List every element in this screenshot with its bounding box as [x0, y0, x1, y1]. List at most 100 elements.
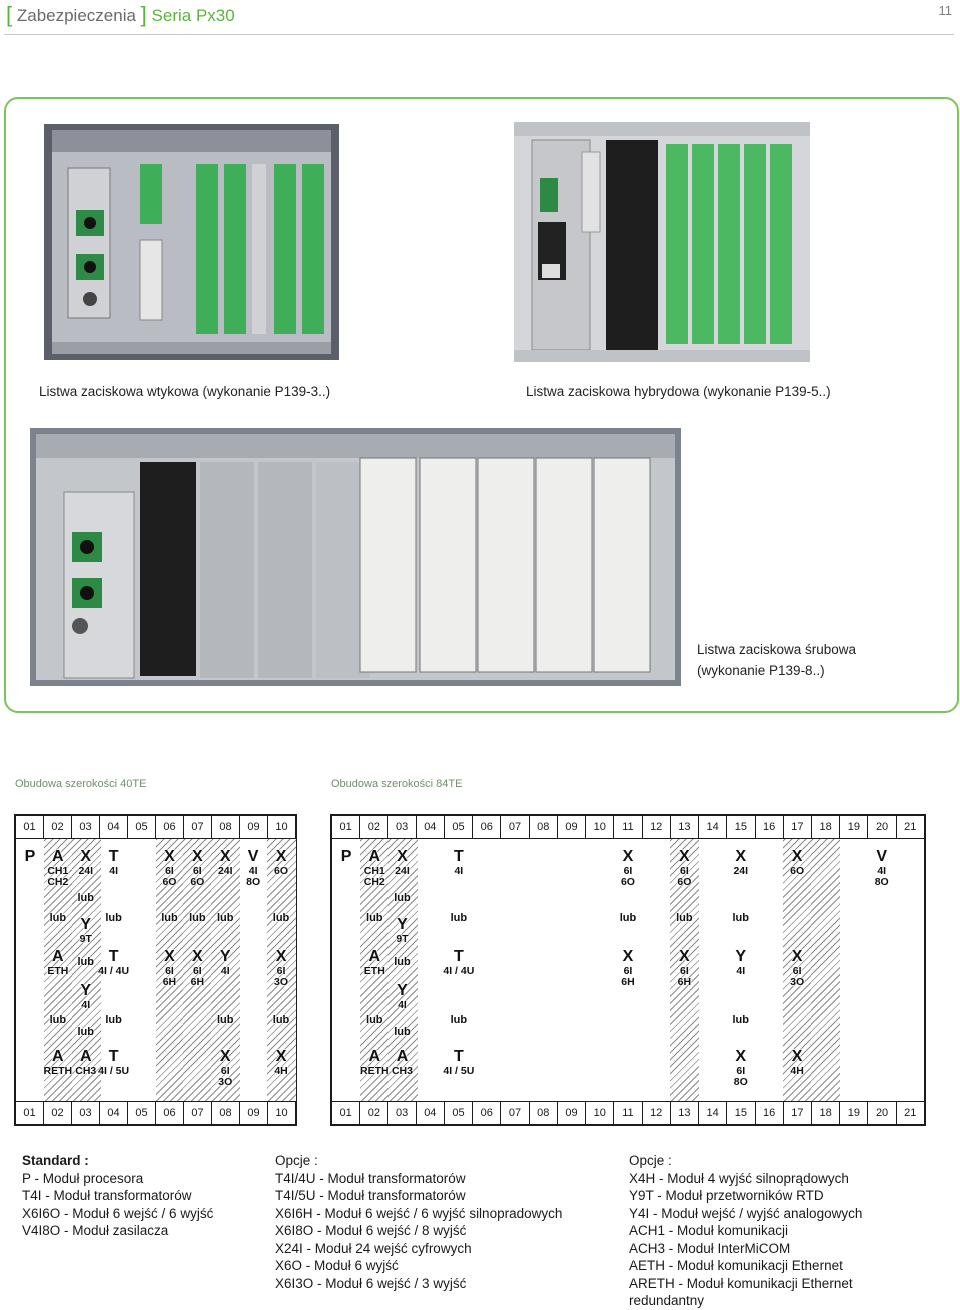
- slot-module-variant: CH1: [363, 864, 385, 877]
- slot-alternative-label: lub: [272, 1014, 290, 1026]
- slot-alternative-label: lub: [216, 1014, 234, 1026]
- slot-module-variant: 4I: [736, 964, 746, 977]
- slot-module-variant: 8O: [733, 1075, 748, 1088]
- slot-number: 20: [868, 816, 896, 838]
- slot-module-letter: Y: [397, 982, 408, 999]
- legend-item: X6I6H - Moduł 6 wejść / 6 wyjść silnopra…: [275, 1205, 563, 1221]
- slot-module-letter: X: [192, 948, 203, 965]
- photo-hybrid-terminal: [514, 122, 810, 362]
- slot-number: 10: [586, 1102, 614, 1124]
- slot-module-letter: Y: [735, 948, 747, 965]
- slot-module-variant: 6O: [274, 864, 289, 877]
- slot-number: 09: [557, 816, 586, 838]
- slot-number: 06: [156, 1102, 183, 1124]
- legend-item: X6I3O - Moduł 6 wejść / 3 wyjść: [275, 1275, 467, 1291]
- legend-options-2: Opcje : X4H - Moduł 4 wyjść silnoprądowy…: [629, 1152, 862, 1310]
- slot-number: 07: [184, 816, 211, 838]
- slot-module-variant: 6O: [620, 875, 635, 888]
- slot-number: 04: [416, 1102, 444, 1124]
- slot-module-letter: T: [453, 1048, 464, 1065]
- series-name: Seria Px30: [151, 6, 235, 25]
- legend-item: V4I8O - Moduł zasilacza: [22, 1223, 169, 1238]
- photo-screw-terminal: [30, 428, 681, 686]
- slot-alternative-label: lub: [49, 912, 67, 924]
- slot-module-letter: A: [368, 948, 381, 965]
- slot-module-letter: X: [791, 948, 803, 965]
- slot-module-letter: Y: [219, 948, 231, 965]
- legend-item: Y9T - Moduł przetworników RTD: [629, 1188, 824, 1203]
- legend-item: AETH - Moduł komunikacji Ethernet: [629, 1258, 843, 1273]
- slot-module-variant: 4I / 4U: [98, 964, 130, 977]
- slot-module-letter: X: [397, 848, 408, 865]
- slot-alternative-label: lub: [619, 912, 637, 924]
- slot-module-letter: Y: [397, 916, 408, 933]
- slot-number: 07: [184, 1102, 211, 1124]
- slot-alternative-label: lub: [77, 1026, 94, 1038]
- slot-module-letter: X: [679, 848, 690, 865]
- slot-number: 17: [783, 816, 811, 838]
- slot-module-variant: 9T: [396, 932, 409, 945]
- slot-module-variant: 6I: [165, 964, 174, 977]
- slot-module-letter: T: [108, 848, 119, 865]
- screw-terminal-image: [30, 428, 681, 686]
- slot-module-variant: 6I: [679, 864, 689, 877]
- slot-alternative-label: lub: [105, 1014, 122, 1026]
- slot-module-variant: 6H: [621, 975, 635, 988]
- header-title: [ Zabezpieczenia ] Seria Px30: [6, 2, 235, 28]
- slot-module-letter: X: [275, 848, 287, 865]
- slot-module-letter: T: [108, 948, 119, 965]
- slot-number: 18: [811, 1102, 840, 1124]
- slot-number: 05: [128, 1102, 155, 1124]
- slot-module-variant: 6I: [192, 864, 202, 877]
- legend-item: ACH1 - Moduł komunikacji: [629, 1223, 789, 1238]
- slot-module-variant: 6I: [623, 964, 633, 977]
- slot-number: 04: [100, 816, 127, 838]
- slot-module-variant: 6I: [220, 1064, 230, 1077]
- optional-slot-hatch: [155, 839, 185, 1101]
- section-name: Zabezpieczenia: [16, 6, 136, 25]
- slot-number: 15: [727, 816, 755, 838]
- slot-module-variant: 24I: [78, 864, 94, 877]
- slot-module-letter: Y: [80, 982, 92, 999]
- slot-number: 03: [72, 1102, 99, 1124]
- slot-module-letter: T: [453, 948, 464, 965]
- slot-number: 10: [586, 816, 614, 838]
- slot-module-variant: CH3: [391, 1064, 413, 1077]
- slot-module-letter: A: [368, 1048, 381, 1065]
- slot-number: 06: [473, 1102, 501, 1124]
- slot-module-letter: X: [679, 948, 690, 965]
- legend-item: P - Moduł procesora: [22, 1170, 144, 1186]
- legend-heading: Opcje :: [275, 1153, 318, 1168]
- slot-module-letter: X: [622, 948, 634, 965]
- legend-item: T4I - Moduł transformatorów: [22, 1188, 192, 1203]
- slot-module-letter: X: [219, 1048, 231, 1065]
- slot-module-variant: 24I: [217, 864, 233, 877]
- slot-module-variant: 6I: [623, 864, 633, 877]
- legend-item: T4I/5U - Moduł transformatorów: [275, 1188, 466, 1203]
- slot-number: 11: [614, 1102, 642, 1124]
- slot-module-variant: 6O: [790, 864, 805, 877]
- legend-item: X6I6O - Moduł 6 wejść / 6 wyjść: [22, 1205, 214, 1221]
- slot-number: 12: [642, 816, 670, 838]
- slot-module-variant: 4I: [109, 864, 119, 877]
- optional-slot-hatch: [43, 839, 73, 1101]
